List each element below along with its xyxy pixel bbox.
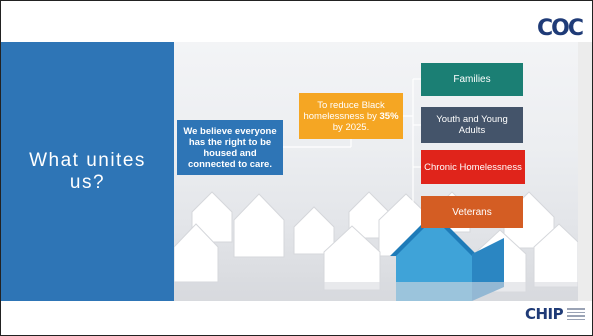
houses-illustration (174, 191, 578, 301)
group-box-chronic: Chronic Homelessness (421, 150, 525, 184)
chip-logo-lines (567, 308, 586, 320)
group-box-families: Families (421, 63, 523, 96)
goal-prefix: To reduce Black homelessness by (303, 99, 385, 122)
goal-box: To reduce Black homelessness by 35% by 2… (299, 93, 403, 139)
right-edge-strip (578, 42, 592, 301)
title-panel: What unites us? (1, 42, 174, 301)
goal-suffix: by 2025. (332, 121, 370, 133)
chip-logo: CHIP (525, 303, 586, 325)
group-box-veterans: Veterans (421, 196, 523, 228)
belief-text: We believe everyone has the right to be … (183, 125, 277, 170)
group-label-chronic: Chronic Homelessness (424, 161, 522, 173)
group-label-veterans: Veterans (452, 206, 492, 218)
group-box-youth: Youth and Young Adults (421, 107, 523, 143)
chip-logo-text: CHIP (525, 305, 564, 323)
group-label-families: Families (453, 74, 491, 85)
goal-highlight: 35% (379, 110, 399, 122)
group-label-youth: Youth and Young Adults (436, 114, 508, 136)
belief-box: We believe everyone has the right to be … (177, 120, 283, 175)
goal-text: To reduce Black homelessness by 35% by 2… (302, 100, 400, 133)
coc-logo-text: COC (537, 16, 584, 41)
coc-logo: COC (537, 16, 584, 41)
slide-title: What unites us? (29, 149, 146, 193)
